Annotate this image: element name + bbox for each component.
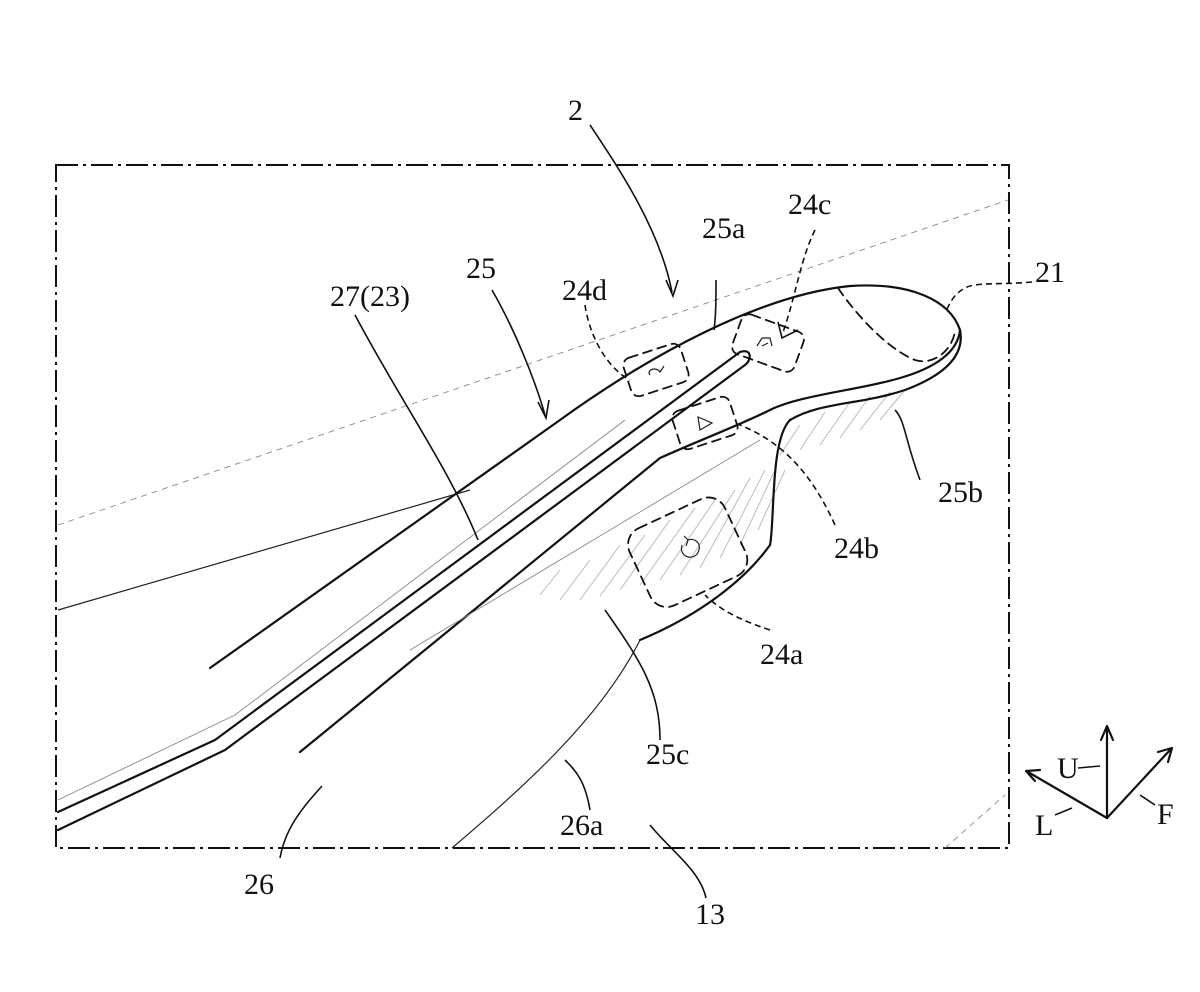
construction-lines xyxy=(57,199,1009,849)
reference-labels: 2 24c 25a 21 25 24d 27(23) 25b 24b 24a 2… xyxy=(244,94,1174,931)
label-27-23: 27(23) xyxy=(330,280,410,313)
label-25a: 25a xyxy=(702,212,745,245)
switch-24b xyxy=(671,395,739,451)
switch-24a xyxy=(627,496,749,608)
label-25b: 25b xyxy=(938,476,983,509)
label-2: 2 xyxy=(568,94,583,127)
label-21: 21 xyxy=(1035,256,1065,289)
label-26a: 26a xyxy=(560,809,603,842)
leader-lines xyxy=(279,124,1033,899)
axis-label-up: U xyxy=(1057,752,1079,785)
label-13: 13 xyxy=(695,898,725,931)
label-24b: 24b xyxy=(834,532,879,565)
zone-21-outline xyxy=(837,287,956,363)
panel-body xyxy=(56,284,962,849)
label-24a: 24a xyxy=(760,638,803,671)
axis-label-left: L xyxy=(1035,809,1053,842)
label-26: 26 xyxy=(244,868,274,901)
axis-triad xyxy=(1024,724,1174,820)
shading-hatch xyxy=(539,389,906,601)
label-24d: 24d xyxy=(562,274,607,307)
label-25c: 25c xyxy=(646,738,689,771)
label-24c: 24c xyxy=(788,188,831,221)
switch-24d xyxy=(622,342,690,398)
switch-24c xyxy=(731,313,805,373)
view-frame xyxy=(55,164,1010,849)
axis-label-front: F xyxy=(1157,798,1174,831)
label-25: 25 xyxy=(466,252,496,285)
